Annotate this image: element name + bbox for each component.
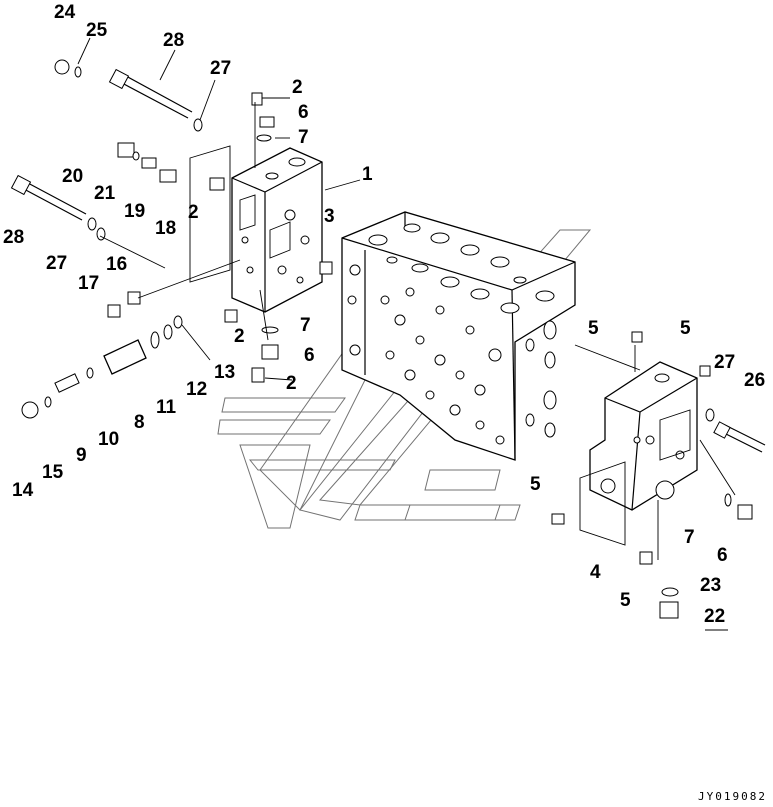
right-valve-section [589, 361, 698, 511]
document-code: JY019082 [698, 790, 767, 803]
part-label-7: 7 [298, 127, 309, 148]
part-label-25: 25 [86, 20, 108, 41]
part-label-14: 14 [12, 480, 34, 501]
part-label-26: 26 [744, 370, 766, 391]
part-label-8: 8 [134, 412, 145, 433]
part-label-3: 3 [324, 206, 335, 227]
part-label-19: 19 [124, 201, 146, 222]
part-label-22: 22 [704, 606, 726, 627]
part-label-9: 9 [76, 445, 87, 466]
part-label-6: 6 [717, 545, 728, 566]
part-label-5: 5 [588, 318, 599, 339]
tie-bolt-right [713, 421, 766, 453]
part-label-28: 28 [3, 227, 25, 248]
part-label-5: 5 [530, 474, 541, 495]
part-label-17: 17 [78, 273, 100, 294]
part-label-27: 27 [714, 352, 736, 373]
part-label-2: 2 [188, 202, 199, 223]
main-valve-block [341, 211, 576, 461]
part-label-5: 5 [620, 590, 631, 611]
part-label-2: 2 [292, 77, 303, 98]
part-label-2: 2 [286, 373, 297, 394]
part-label-10: 10 [98, 429, 120, 450]
part-label-2: 2 [234, 326, 245, 347]
part-label-1: 1 [362, 164, 373, 185]
right-gasket-plate [579, 461, 626, 546]
leader-lines [77, 37, 736, 560]
part-label-4: 4 [590, 562, 601, 583]
part-label-23: 23 [700, 575, 722, 596]
part-label-24: 24 [54, 2, 76, 23]
tie-bolt-lower [10, 174, 87, 221]
part-label-21: 21 [94, 183, 116, 204]
part-label-6: 6 [298, 102, 309, 123]
part-label-28: 28 [163, 30, 185, 51]
part-label-7: 7 [300, 315, 311, 336]
part-label-27: 27 [210, 58, 232, 79]
part-label-12: 12 [186, 379, 208, 400]
tie-bolt-upper [108, 68, 193, 119]
small-parts [21, 59, 753, 619]
part-label-13: 13 [214, 362, 236, 383]
part-label-6: 6 [304, 345, 315, 366]
part-label-5: 5 [680, 318, 691, 339]
left-valve-section [231, 147, 323, 313]
part-label-11: 11 [156, 397, 177, 418]
part-label-7: 7 [684, 527, 695, 548]
part-label-15: 15 [42, 462, 64, 483]
part-label-20: 20 [62, 166, 84, 187]
part-label-16: 16 [106, 254, 128, 275]
part-label-27: 27 [46, 253, 68, 274]
left-gasket-plate [189, 145, 231, 283]
part-label-18: 18 [155, 218, 177, 239]
